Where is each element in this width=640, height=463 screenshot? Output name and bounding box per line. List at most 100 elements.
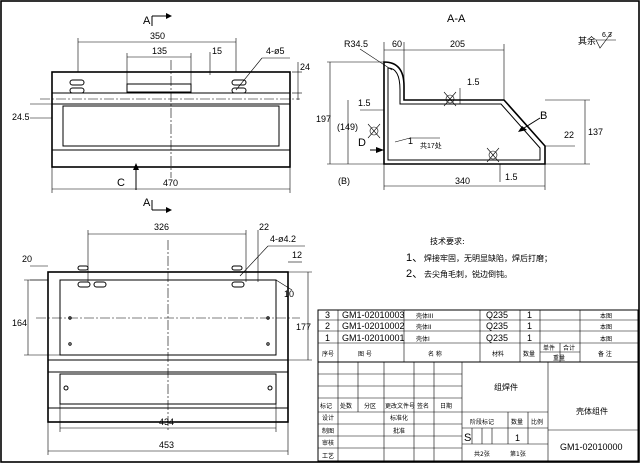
tb-label-zone: 分区: [364, 402, 376, 410]
tech-requirements: 技术要求: 1、 焊接牢固，无明显缺陷，焊后打磨； 2、 去尖角毛刺，锐边倒钝。: [406, 236, 552, 280]
dim-434: 434: [159, 417, 174, 427]
bom-seq-3: 3: [325, 310, 330, 320]
bottom-view: 326 22 4-ø4.2 20: [12, 222, 312, 455]
bom-material-2: Q235: [486, 321, 508, 331]
hole-callout-4-d5: 4-ø5: [266, 46, 285, 56]
bom-header-material: 材料: [492, 350, 504, 358]
front-view: A 350 135 15 4-ø5: [12, 13, 310, 213]
bom-header-note: 备 注: [598, 350, 612, 358]
weld-symbol-2: [367, 123, 381, 139]
section-title-a-a: A-A: [447, 13, 466, 25]
tb-label-date: 日期: [440, 402, 452, 410]
dim-1-5-top: 1.5: [467, 77, 480, 87]
dim-15: 15: [212, 46, 222, 56]
bom-header-total: 合计: [563, 344, 575, 352]
dim-r34-5: R34.5: [344, 39, 368, 49]
tb-label-count: 处数: [340, 402, 352, 410]
section-profile-outer: [383, 61, 546, 165]
hole-callout-4-d4-2: 4-ø4.2: [270, 234, 296, 244]
tb-label-scale: 比例: [531, 418, 543, 426]
dim-177: 177: [296, 322, 311, 332]
bom-code-1: GM1-02010001: [342, 333, 405, 343]
bom-note-3: 本图: [600, 312, 612, 320]
bom-header-seq: 序号: [322, 350, 334, 358]
bom-name-3: 壳体III: [416, 312, 434, 320]
section-mark-a-bottom: A: [143, 197, 151, 209]
tb-label-stage: 阶段标记: [470, 418, 494, 426]
view-mark-b-bracket: (B): [338, 176, 350, 186]
bom-qty-1: 1: [527, 333, 532, 343]
dim-1-5-left: 1.5: [358, 98, 371, 108]
tb-stage-value: S: [464, 432, 471, 444]
section-mark-a-top: A: [143, 15, 151, 27]
dim-135: 135: [152, 46, 167, 56]
tb-label-sign: 签名: [417, 402, 429, 410]
dim-10: 10: [284, 289, 294, 299]
tb-label-standard: 标准化: [390, 414, 408, 422]
tb-assembly-name: 壳体组件: [576, 406, 608, 416]
bom-name-2: 壳体II: [416, 323, 432, 331]
bom-name-1: 壳体I: [416, 335, 430, 343]
bom-header-unit: 单件: [543, 344, 555, 352]
tb-label-process: 工艺: [322, 452, 334, 460]
balloon-1: 1: [408, 136, 413, 146]
view-mark-c: C: [117, 177, 125, 189]
surface-label: 其余: [578, 35, 596, 46]
weld-symbol-1: [443, 91, 457, 107]
bom-seq-1: 1: [325, 333, 330, 343]
view-mark-d: D: [358, 137, 366, 149]
bom-header-qty: 数量: [523, 350, 535, 358]
tb-label-drafting: 制图: [322, 427, 334, 435]
dim-22-bottom: 22: [259, 222, 269, 232]
bom-code-2: GM1-02010002: [342, 321, 405, 331]
tech-item-2-text: 去尖角毛刺，锐边倒钝。: [424, 269, 512, 279]
dim-326: 326: [154, 222, 169, 232]
tech-item-1-num: 1、: [406, 252, 423, 264]
surface-value: 6.3: [602, 32, 612, 39]
dim-24: 24: [300, 62, 310, 72]
dim-164: 164: [12, 318, 27, 328]
title-block: 标记 处数 分区 更改文件号 签名 日期 设计 标准化 制图 批准 审核 工艺 …: [317, 361, 639, 462]
dim-205: 205: [450, 39, 465, 49]
bom-code-3: GM1-02010003: [342, 310, 405, 320]
dim-137: 137: [588, 127, 603, 137]
weld-note: 共17处: [420, 141, 442, 150]
tech-item-1-text: 焊接牢固，无明显缺陷，焊后打磨；: [424, 253, 552, 263]
tech-item-2-num: 2、: [406, 268, 423, 280]
tb-part-name: 组焊件: [494, 382, 518, 392]
dim-350: 350: [150, 31, 165, 41]
tb-qty-value: 1: [515, 433, 520, 443]
dim-20: 20: [22, 254, 32, 264]
tb-drawing-no: GM1-02010000: [560, 442, 623, 452]
tb-label-qty: 数量: [511, 418, 523, 426]
bom-material-1: Q235: [486, 333, 508, 343]
bom-note-1: 本图: [600, 335, 612, 343]
bom-header-name: 名 称: [428, 350, 442, 358]
weld-symbol-3: [486, 147, 500, 163]
tech-title: 技术要求:: [430, 236, 465, 246]
dim-22: 22: [564, 130, 574, 140]
dim-453: 453: [159, 440, 174, 450]
view-mark-b: B: [540, 110, 547, 122]
tb-label-review: 审核: [322, 439, 334, 447]
section-view: A-A 其余 6.3 60 205 R34.5 197 (149) 1.5 1.…: [316, 13, 616, 190]
bom-header-code: 图 号: [358, 351, 372, 358]
bom-seq-2: 2: [325, 321, 330, 331]
bom-material-3: Q235: [486, 310, 508, 320]
tb-label-approve: 批准: [393, 427, 405, 435]
bom-note-2: 本图: [600, 323, 612, 331]
dim-340: 340: [455, 176, 470, 186]
dim-24-5: 24.5: [12, 112, 30, 122]
bom-header-weight: 重量: [553, 354, 565, 362]
dim-60: 60: [392, 39, 402, 49]
tb-sheets-total: 共2张: [474, 450, 490, 458]
tb-label-change-doc: 更改文件号: [385, 402, 415, 410]
bom-table: 3 GM1-02010003 壳体III Q235 1 本图 2 GM1-020…: [317, 309, 639, 363]
bom-qty-3: 1: [527, 310, 532, 320]
dim-470: 470: [163, 178, 178, 188]
tb-sheets-current: 第1张: [510, 450, 526, 458]
tb-label-mark: 标记: [320, 402, 332, 410]
dim-12: 12: [292, 250, 302, 260]
